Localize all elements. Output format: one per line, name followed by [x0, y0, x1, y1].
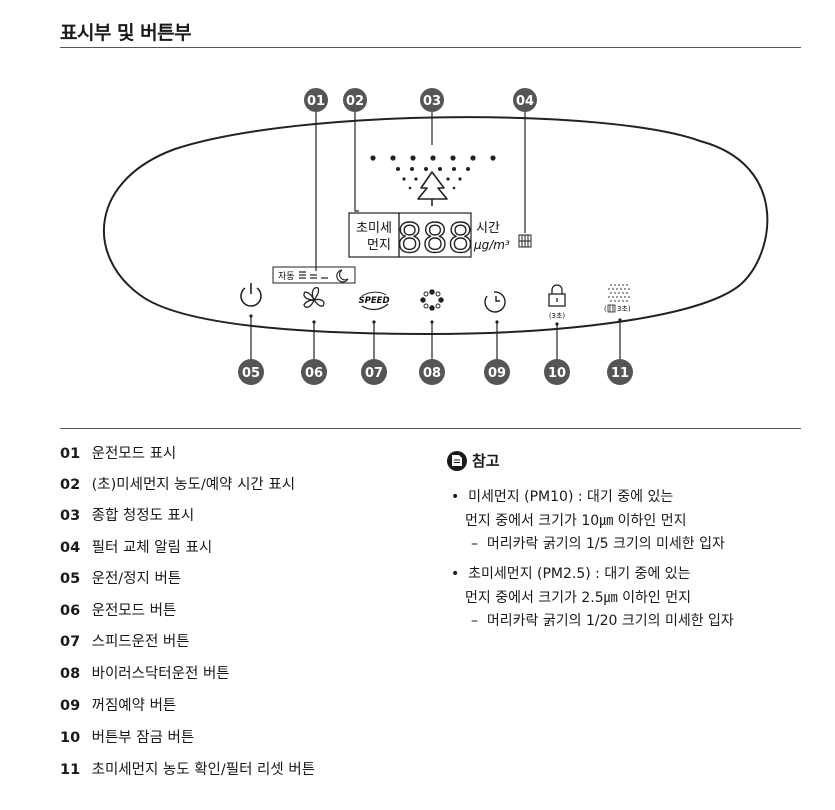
legend-item-04: 04 필터 교체 알림 표시	[60, 540, 213, 556]
note-heading-text: 참고	[472, 452, 500, 470]
unit-concentration: μg/m³	[473, 238, 510, 252]
callout-09: 09	[484, 359, 510, 385]
note-bullet-2-sub: – 머리카락 굵기의 1/20 크기의 미세한 입자	[471, 613, 734, 629]
callout-10-text: 10	[548, 366, 566, 381]
virus-doctor-icon	[420, 289, 444, 311]
legend-item-11: 11 초미세먼지 농도 확인/필터 리셋 버튼	[60, 762, 316, 778]
segment-digits: 888	[397, 216, 473, 262]
lock-icon	[548, 284, 566, 307]
cleanliness-dots	[370, 155, 496, 190]
callout-03-text: 03	[423, 94, 441, 109]
section-rule	[60, 428, 801, 429]
speed-swoosh-icon	[361, 303, 389, 311]
filter-icon	[518, 234, 532, 248]
title-rule	[60, 47, 801, 48]
callout-05: 05	[238, 359, 264, 385]
legend-item-07: 07 스피드운전 버튼	[60, 634, 190, 650]
reset-hint-filter-icon	[607, 304, 616, 313]
display-panel-diagram: 01 02 03 04 초미세 먼지 888 시간 μg/m³ 자동	[102, 88, 769, 385]
svg-text:(: (	[604, 305, 607, 313]
callout-01-text: 01	[307, 94, 325, 109]
legend-item-10: 10 버튼부 잠금 버튼	[60, 730, 195, 746]
legend-item-03: 03 종합 청정도 표시	[60, 508, 195, 524]
dust-label-line2: 먼지	[367, 238, 391, 253]
callout-04-text: 04	[516, 94, 534, 109]
power-icon	[240, 283, 262, 307]
sleep-moon-icon	[336, 269, 349, 283]
reset-hint: 3초)	[617, 305, 631, 313]
callout-08: 08	[419, 359, 445, 385]
callout-06: 06	[301, 359, 327, 385]
mode-label: 자동	[278, 271, 295, 282]
callout-06-text: 06	[305, 366, 323, 381]
callout-11-text: 11	[611, 366, 629, 381]
legend-item-01: 01 운전모드 표시	[60, 446, 177, 462]
callout-02-text: 02	[346, 94, 364, 109]
speed-label: SPEED	[358, 296, 389, 306]
timer-icon	[484, 291, 506, 313]
note-panel: 참고 • 미세먼지 (PM10) : 대기 중에 있는 먼지 중에서 크기가 1…	[447, 450, 807, 629]
callout-09-text: 09	[488, 366, 506, 381]
note-heading: 참고	[447, 450, 807, 471]
legend-item-02: 02 (초)미세먼지 농도/예약 시간 표시	[60, 477, 296, 493]
legend-item-05: 05 운전/정지 버튼	[60, 571, 182, 587]
tree-icon	[417, 171, 448, 206]
mode-bars-icon	[299, 271, 328, 279]
callout-08-text: 08	[423, 366, 441, 381]
note-bullet-1-line2: 먼지 중에서 크기가 10㎛ 이하인 먼지	[465, 513, 687, 529]
callout-10: 10	[544, 359, 570, 385]
legend-item-09: 09 꺼짐예약 버튼	[60, 698, 177, 714]
callout-01: 01	[304, 88, 328, 112]
note-bullet-2-line1: • 초미세먼지 (PM2.5) : 대기 중에 있는	[451, 566, 691, 582]
callout-03: 03	[420, 88, 444, 112]
note-bullet-1-sub: – 머리카락 굵기의 1/5 크기의 미세한 입자	[471, 536, 725, 552]
legend-item-06: 06 운전모드 버튼	[60, 603, 177, 619]
lock-hint: (3초)	[549, 312, 566, 320]
callout-07-text: 07	[365, 366, 383, 381]
legend-item-08: 08 바이러스닥터운전 버튼	[60, 666, 230, 682]
button-indicator-dots	[249, 314, 622, 326]
note-bullet-1-line1: • 미세먼지 (PM10) : 대기 중에 있는	[451, 489, 674, 505]
callout-05-text: 05	[242, 366, 260, 381]
panel-outline	[102, 116, 769, 336]
callout-02: 02	[343, 88, 367, 112]
callout-07: 07	[361, 359, 387, 385]
callout-11: 11	[607, 359, 633, 385]
fan-icon	[303, 286, 325, 308]
memo-icon	[447, 450, 467, 471]
unit-time: 시간	[476, 221, 500, 236]
page-title: 표시부 및 버튼부	[60, 22, 192, 44]
reset-dotted-icon	[608, 284, 630, 302]
callout-04: 04	[513, 88, 537, 112]
note-bullet-2-line2: 먼지 중에서 크기가 2.5㎛ 이하인 먼지	[465, 590, 691, 606]
dust-label-line1: 초미세	[356, 221, 392, 236]
